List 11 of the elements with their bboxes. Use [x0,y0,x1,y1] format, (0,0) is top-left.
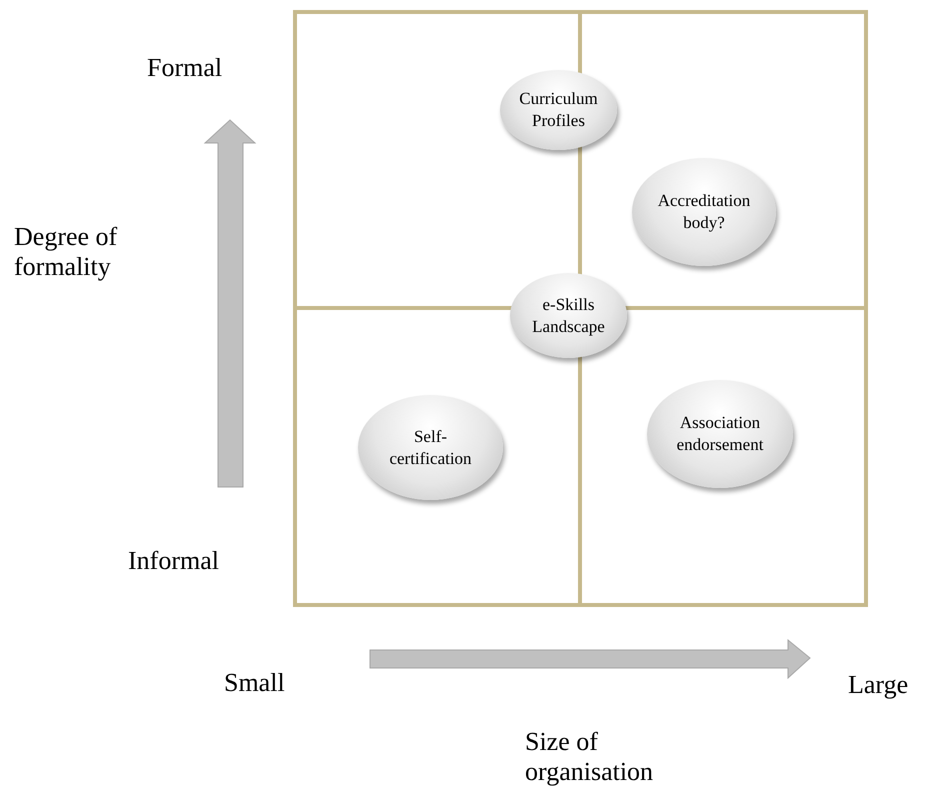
axis-end-label: Large [848,670,908,700]
axis-title: Degree of formality [14,222,118,282]
node-label: Curriculum Profiles [518,88,599,132]
axis-title: Size of organisation [525,727,654,787]
axis-end-label: Small [224,668,285,698]
node-label: Accreditation body? [656,190,752,234]
node-label: e-Skills Landscape [531,294,606,338]
axis-end-label: Formal [147,53,222,83]
axis-end-label: Informal [128,546,219,576]
node-label: Association endorsement [676,412,764,456]
node-label: Self-certification [388,426,473,470]
